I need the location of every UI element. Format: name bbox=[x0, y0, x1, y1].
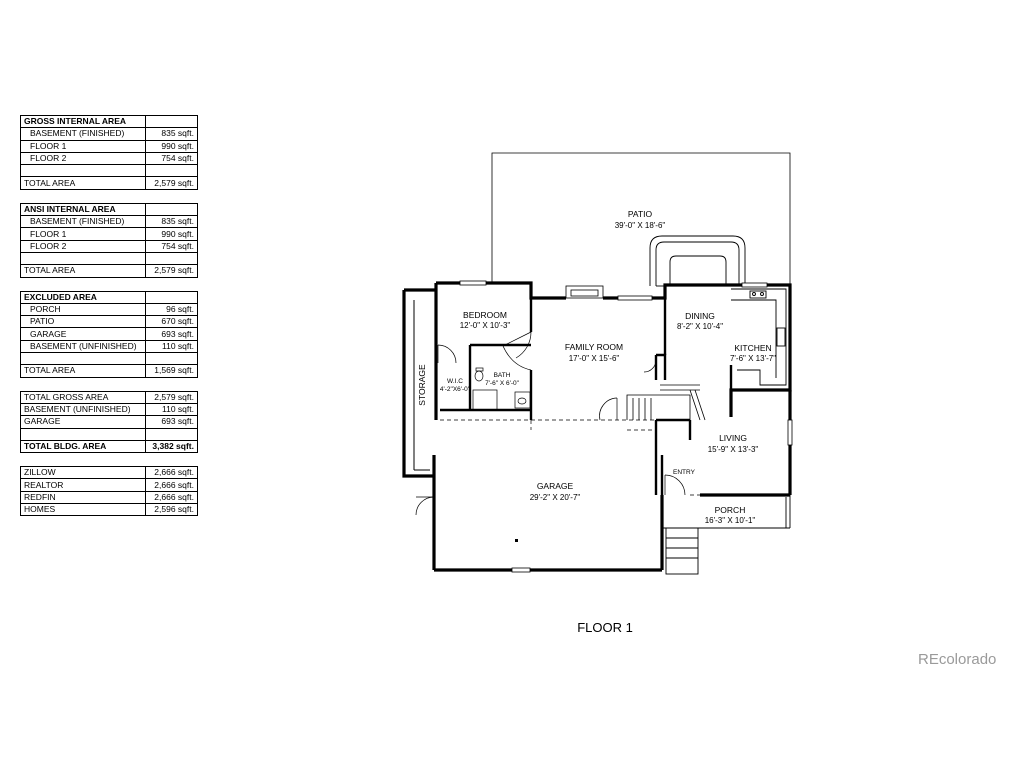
windows bbox=[459, 280, 793, 573]
row-value: 990 sqft. bbox=[145, 139, 198, 153]
row-value: 835 sqft. bbox=[145, 215, 198, 229]
storage-label: STORAGE bbox=[417, 364, 427, 406]
row-value bbox=[145, 164, 198, 178]
garage-label: GARAGE bbox=[537, 481, 574, 491]
row-value: 835 sqft. bbox=[145, 127, 198, 141]
storage-walls bbox=[413, 300, 430, 471]
dashed-openings bbox=[440, 419, 790, 496]
living-label: LIVING bbox=[719, 433, 747, 443]
row-value: 3,382 sqft. bbox=[145, 439, 198, 454]
row-label: TOTAL AREA bbox=[20, 264, 146, 278]
row-label: FLOOR 2 bbox=[20, 239, 146, 253]
wic-dim: 4'-2"X6'-0" bbox=[440, 386, 471, 393]
patio-dim: 39'-0" X 18'-6" bbox=[615, 221, 666, 230]
stairs bbox=[626, 384, 706, 421]
kitchen-label: KITCHEN bbox=[734, 343, 771, 353]
row-label: HOMES bbox=[20, 503, 146, 517]
table-row: BASEMENT (FINISHED)835 sqft. bbox=[20, 215, 198, 229]
row-label: TOTAL BLDG. AREA bbox=[20, 439, 146, 454]
kitchen-dim: 7'-6" X 13'-7" bbox=[730, 354, 776, 363]
row-value: 2,579 sqft. bbox=[145, 176, 198, 190]
patio-outline bbox=[491, 152, 791, 284]
row-value: 96 sqft. bbox=[145, 302, 198, 317]
table-row: BASEMENT (FINISHED)835 sqft. bbox=[20, 127, 198, 141]
bath-dim: 7'-6" X 6'-0" bbox=[485, 380, 520, 387]
row-value: 1,569 sqft. bbox=[145, 364, 198, 378]
bath-label: BATH bbox=[494, 372, 511, 379]
bath-fixtures bbox=[472, 367, 531, 411]
row-value: 990 sqft. bbox=[145, 227, 198, 241]
family-room-label: FAMILY ROOM bbox=[565, 342, 623, 352]
row-value: 754 sqft. bbox=[145, 151, 198, 166]
kitchen-counters bbox=[731, 288, 787, 386]
row-label: TOTAL AREA bbox=[20, 176, 146, 190]
table-row: BASEMENT (UNFINISHED)110 sqft. bbox=[20, 339, 198, 354]
row-value: 693 sqft. bbox=[145, 327, 198, 341]
entry-label: ENTRY bbox=[673, 469, 696, 476]
patio-label: PATIO bbox=[628, 209, 653, 219]
garage-marker bbox=[515, 539, 518, 542]
table-header-row: EXCLUDED AREA bbox=[20, 290, 198, 304]
row-value: 2,579 sqft. bbox=[145, 264, 198, 278]
porch-label: PORCH bbox=[715, 505, 746, 515]
dining-label: DINING bbox=[685, 311, 715, 321]
doors bbox=[415, 331, 686, 516]
patio-steps bbox=[649, 235, 746, 287]
wic-label: W.I.C bbox=[447, 378, 463, 385]
table-header-blank bbox=[145, 202, 198, 217]
bedroom-label: BEDROOM bbox=[463, 310, 507, 320]
living-dim: 15'-9" X 13'-3" bbox=[708, 445, 759, 454]
row-value: 754 sqft. bbox=[145, 239, 198, 253]
table-row: BASEMENT (UNFINISHED)110 sqft. bbox=[20, 402, 198, 417]
watermark: REcolorado bbox=[918, 651, 997, 668]
table-header-row: ANSI INTERNAL AREA bbox=[20, 202, 198, 217]
family-room-dim: 17'-0" X 15'-6" bbox=[569, 354, 620, 363]
table-row bbox=[20, 164, 198, 178]
row-value: 2,596 sqft. bbox=[145, 503, 198, 517]
dining-dim: 8'-2" X 10'-4" bbox=[677, 322, 723, 331]
porch bbox=[662, 495, 791, 575]
floor-title: FLOOR 1 bbox=[577, 620, 633, 635]
bedroom-dim: 12'-0" X 10'-3" bbox=[460, 321, 511, 330]
table-row bbox=[20, 427, 198, 441]
porch-dim: 16'-3" X 10'-1" bbox=[705, 516, 756, 525]
garage-dim: 29'-2" X 20'-7" bbox=[530, 493, 581, 502]
